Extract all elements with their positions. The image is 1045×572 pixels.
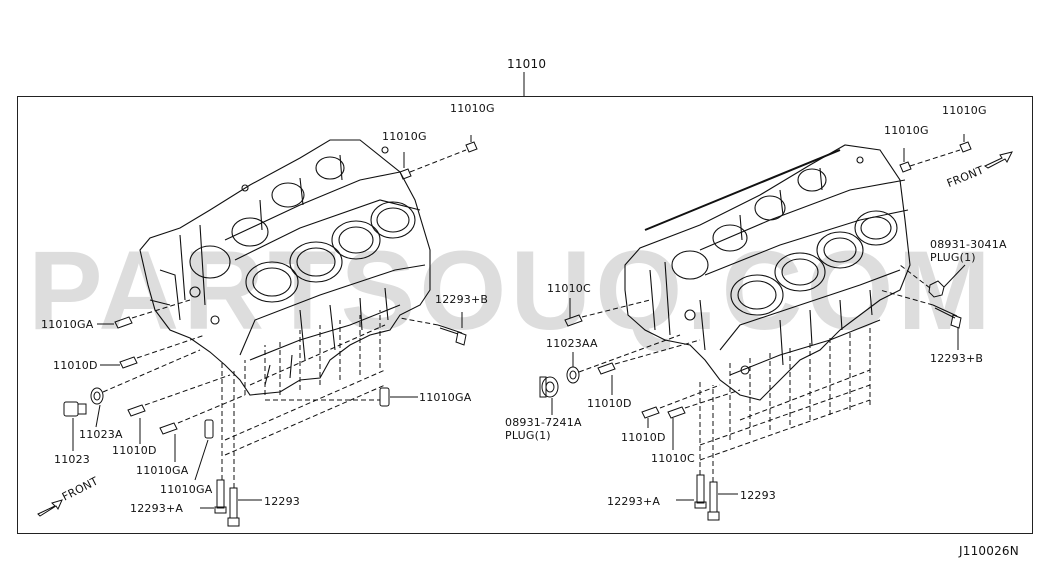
label-11010c-lower-right[interactable]: 11010C bbox=[651, 452, 695, 465]
label-12293-left[interactable]: 12293 bbox=[264, 495, 300, 508]
label-11010ga-bottom-left[interactable]: 11010GA bbox=[160, 483, 213, 496]
label-11010d-left[interactable]: 11010D bbox=[53, 359, 98, 372]
label-11010c-right[interactable]: 11010C bbox=[547, 282, 591, 295]
right-block-parts bbox=[539, 134, 972, 521]
label-plug-1-upper: PLUG(1) bbox=[930, 251, 976, 264]
label-08931-7241a[interactable]: 08931-7241A bbox=[505, 416, 582, 429]
right-cylinder-block bbox=[624, 144, 911, 401]
label-11010ga-right-of-left[interactable]: 11010GA bbox=[419, 391, 472, 404]
label-11010d-right[interactable]: 11010D bbox=[587, 397, 632, 410]
diagram-frame bbox=[17, 96, 1033, 534]
label-11023a[interactable]: 11023A bbox=[79, 428, 123, 441]
label-11010ga-lower-left[interactable]: 11010GA bbox=[136, 464, 189, 477]
label-11023[interactable]: 11023 bbox=[54, 453, 90, 466]
label-11010g-top-right[interactable]: 11010G bbox=[942, 104, 987, 117]
label-11010g-left[interactable]: 11010G bbox=[382, 130, 427, 143]
main-part-number[interactable]: 11010 bbox=[507, 57, 547, 71]
right-front-arrow bbox=[983, 151, 1013, 169]
label-11010d-lower-left[interactable]: 11010D bbox=[112, 444, 157, 457]
left-front-arrow bbox=[37, 499, 63, 517]
label-plug-1-lower: PLUG(1) bbox=[505, 429, 551, 442]
label-12293a-left[interactable]: 12293+A bbox=[130, 502, 184, 515]
label-12293b-left[interactable]: 12293+B bbox=[435, 293, 489, 306]
watermark: PARTSOUQ.COM bbox=[28, 228, 995, 353]
left-cylinder-block bbox=[139, 139, 431, 396]
label-11023aa[interactable]: 11023AA bbox=[546, 337, 598, 350]
figure-code: J110026N bbox=[959, 544, 1019, 558]
label-11010ga-left[interactable]: 11010GA bbox=[41, 318, 94, 331]
label-12293b-right[interactable]: 12293+B bbox=[930, 352, 984, 365]
label-11010g-right[interactable]: 11010G bbox=[884, 124, 929, 137]
left-block-parts bbox=[63, 135, 478, 527]
label-12293a-right[interactable]: 12293+A bbox=[607, 495, 661, 508]
label-11010g-top-left[interactable]: 11010G bbox=[450, 102, 495, 115]
left-dash-lines bbox=[221, 310, 386, 488]
right-dash-lines bbox=[699, 325, 871, 482]
label-12293-right[interactable]: 12293 bbox=[740, 489, 776, 502]
label-11010d-lower-right[interactable]: 11010D bbox=[621, 431, 666, 444]
label-08931-3041a[interactable]: 08931-3041A bbox=[930, 238, 1007, 251]
